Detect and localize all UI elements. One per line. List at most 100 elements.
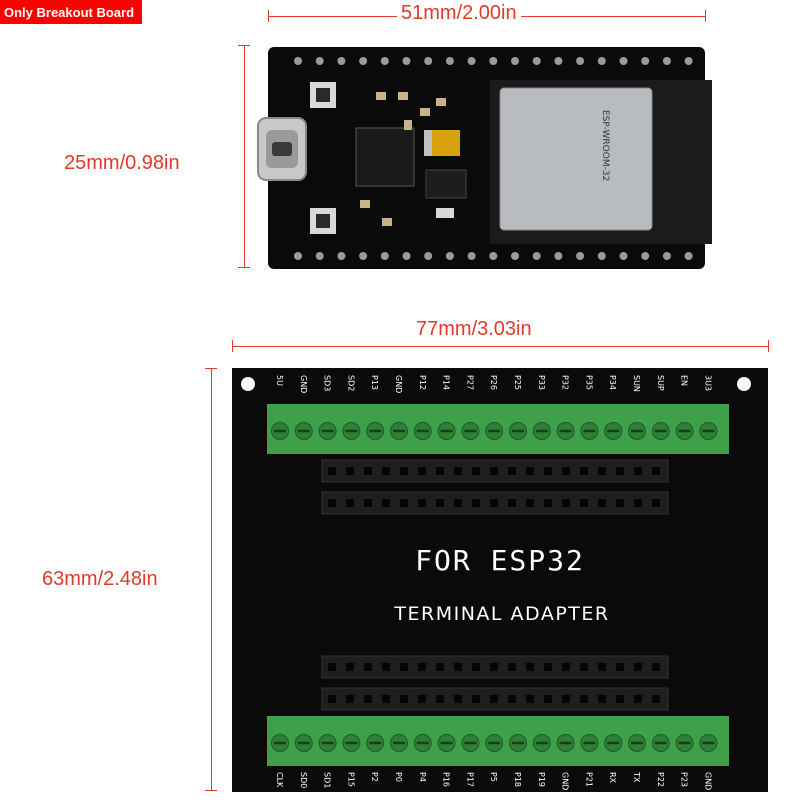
esp-pin xyxy=(532,57,541,65)
esp-pin xyxy=(597,57,606,65)
top-terminal-block xyxy=(267,404,729,454)
pin-label: P25 xyxy=(513,375,522,390)
esp-pin xyxy=(684,252,693,260)
esp-pin xyxy=(554,252,563,260)
header-hole xyxy=(616,467,624,475)
esp-pin xyxy=(619,252,628,260)
mount-hole-top-left xyxy=(241,377,255,391)
esp-pin xyxy=(532,252,541,260)
pin-label: P32 xyxy=(561,375,570,390)
esp-pin xyxy=(684,57,693,65)
header-hole xyxy=(508,663,516,671)
header-hole xyxy=(364,467,372,475)
esp-pin xyxy=(576,252,585,260)
esp-pin xyxy=(402,252,411,260)
pin-label: GND xyxy=(394,375,403,393)
pin-label: SD3 xyxy=(323,375,332,391)
pin-label: P15 xyxy=(346,772,355,787)
esp-pin xyxy=(489,57,498,65)
esp-pin xyxy=(424,252,433,260)
header-hole xyxy=(634,695,642,703)
esp-pin xyxy=(445,252,454,260)
header-hole xyxy=(382,663,390,671)
pin-label: P35 xyxy=(584,375,593,390)
pin-label: P34 xyxy=(608,375,617,390)
header-hole xyxy=(616,695,624,703)
header-hole xyxy=(454,663,462,671)
esp-pin xyxy=(554,57,563,65)
header-hole xyxy=(418,499,426,507)
esp-pin xyxy=(445,57,454,65)
header-hole xyxy=(328,663,336,671)
only-breakout-badge: Only Breakout Board xyxy=(0,0,143,24)
header-hole xyxy=(634,499,642,507)
header-hole xyxy=(580,663,588,671)
esp-height-line xyxy=(244,45,245,267)
header-hole xyxy=(562,695,570,703)
esp-height-tick-top xyxy=(238,45,250,46)
header-hole xyxy=(472,695,480,703)
header-hole xyxy=(472,499,480,507)
pin-label: GND xyxy=(299,375,308,393)
adapter-width-tick-right xyxy=(768,340,769,352)
esp-pin xyxy=(641,252,650,260)
header-hole xyxy=(346,467,354,475)
bottom-terminal-block xyxy=(267,716,729,766)
header-hole xyxy=(580,695,588,703)
boot-button xyxy=(310,82,336,108)
header-hole xyxy=(490,499,498,507)
pin-label: 5U xyxy=(275,375,284,386)
header-hole xyxy=(346,663,354,671)
pin-label: P16 xyxy=(442,772,451,787)
pin-label: SUP xyxy=(656,375,665,391)
header-hole xyxy=(454,695,462,703)
header-hole xyxy=(598,499,606,507)
pin-label: P23 xyxy=(680,772,689,787)
header-hole xyxy=(580,467,588,475)
header-hole xyxy=(634,663,642,671)
wroom-module-label: ESP-WROOM-32 xyxy=(600,110,610,181)
wroom-shield xyxy=(499,87,653,231)
esp-height-label: 25mm/0.98in xyxy=(64,152,180,174)
header-hole xyxy=(364,499,372,507)
pin-label: GND xyxy=(703,772,712,790)
header-hole xyxy=(454,499,462,507)
pin-label: EN xyxy=(680,375,689,386)
esp-pin xyxy=(511,57,519,65)
reset-button xyxy=(310,208,336,234)
esp-pin xyxy=(380,57,389,65)
esp-pin xyxy=(511,252,519,260)
pin-label: P22 xyxy=(656,772,665,787)
esp-bottom-header-pins xyxy=(294,252,693,260)
esp-pin xyxy=(489,252,498,260)
header-hole xyxy=(526,467,534,475)
pin-label: P5 xyxy=(489,772,498,782)
pin-label: P19 xyxy=(537,772,546,787)
header-hole xyxy=(580,499,588,507)
pin-label: P18 xyxy=(513,772,522,787)
esp-width-tick-left xyxy=(268,10,269,22)
header-hole xyxy=(490,663,498,671)
header-hole xyxy=(562,467,570,475)
esp-pin xyxy=(641,57,650,65)
esp-pin xyxy=(662,57,671,65)
esp-width-label: 51mm/2.00in xyxy=(397,2,521,25)
header-hole xyxy=(382,467,390,475)
pin-label: P27 xyxy=(465,375,474,390)
esp-pin xyxy=(294,252,302,260)
header-hole xyxy=(364,663,372,671)
header-hole xyxy=(544,467,552,475)
header-hole xyxy=(544,695,552,703)
adapter-title: FOR ESP32 xyxy=(415,544,585,577)
header-hole xyxy=(562,499,570,507)
header-hole xyxy=(508,467,516,475)
header-hole xyxy=(526,499,534,507)
esp-top-header-pins xyxy=(294,57,693,65)
header-hole xyxy=(436,663,444,671)
header-hole xyxy=(328,499,336,507)
esp-pin xyxy=(359,57,368,65)
header-hole xyxy=(652,695,660,703)
header-hole xyxy=(382,695,390,703)
